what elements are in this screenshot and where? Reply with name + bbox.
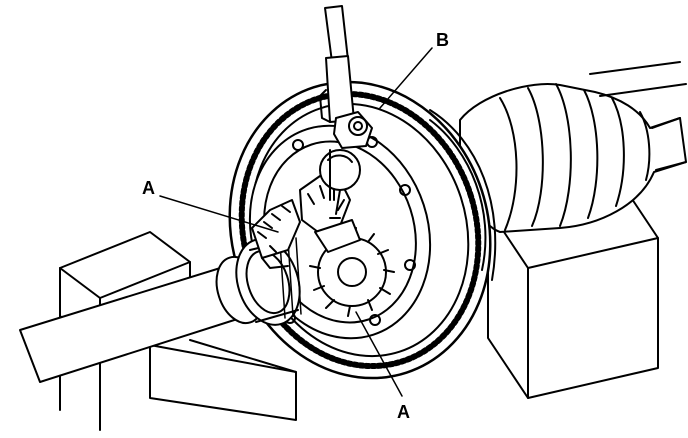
left-axle-shaft [19,237,302,383]
callout-a-lower: A [397,402,410,422]
side-gear-left [251,199,301,269]
leader-a-lower [355,311,403,397]
leader-lines [159,47,433,397]
right-support-block [487,177,659,399]
leader-a-upper [159,195,279,233]
dial-indicator [319,5,373,215]
leader-b [379,47,433,109]
callout-a-upper: A [142,178,155,198]
right-axle-boot [459,61,687,233]
callout-b: B [436,30,449,50]
